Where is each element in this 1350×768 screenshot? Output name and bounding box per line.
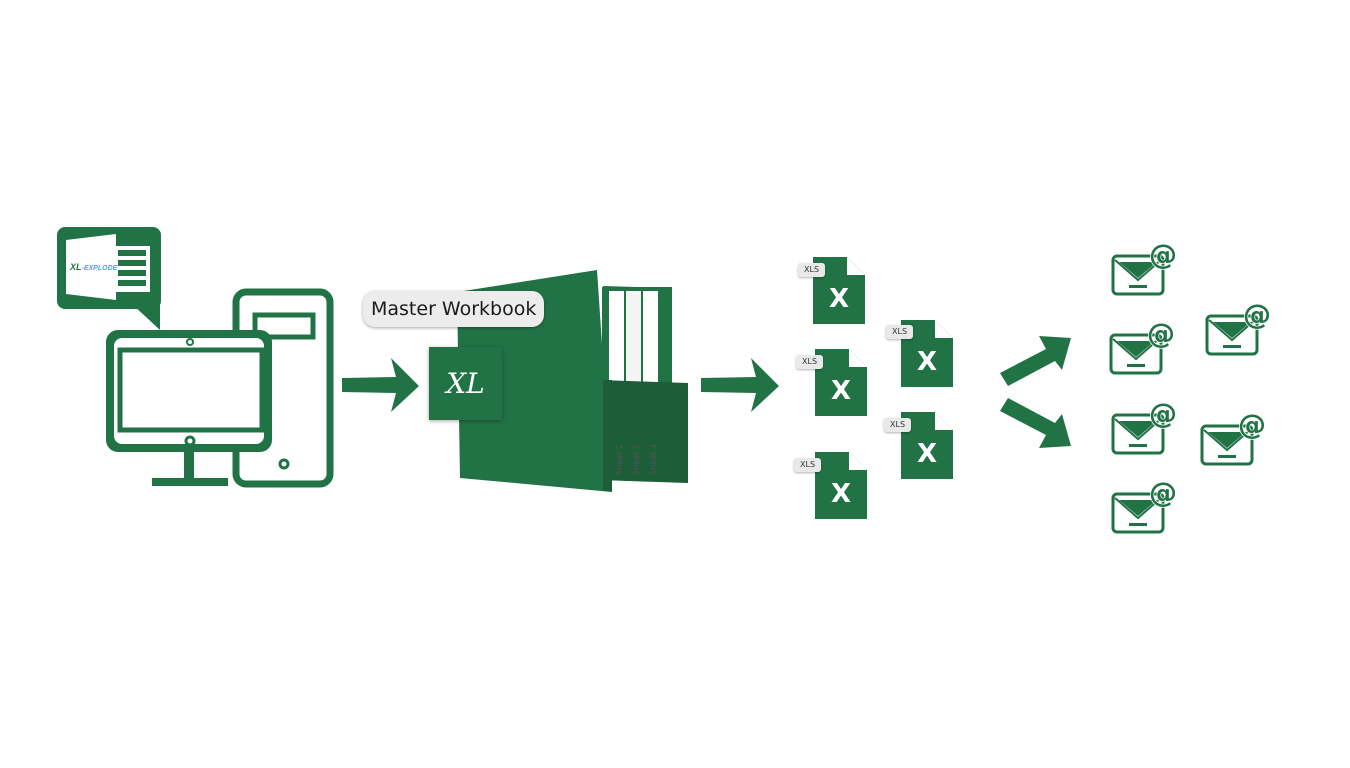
speech-bubble (57, 227, 161, 330)
xls-tag: XLS (886, 325, 914, 339)
excel-x-glyph: X (829, 284, 849, 314)
email-icon: @ (1200, 407, 1267, 466)
email-icon: @ (1109, 316, 1176, 375)
email-icon: @ (1205, 297, 1272, 356)
email-icon: @ (1111, 396, 1178, 455)
excel-file-icon: X (815, 349, 867, 416)
excel-file-icon: X (815, 452, 867, 519)
at-sign-icon: @ (1149, 238, 1177, 271)
at-sign-icon: @ (1243, 298, 1271, 331)
xls-tag: XLS (798, 263, 826, 277)
excel-file-icon: X (901, 320, 953, 387)
arrow-right-icon (342, 358, 419, 412)
email-icon: @ (1111, 237, 1178, 296)
excel-file-icon: X (901, 412, 953, 479)
computer-icon (106, 288, 334, 488)
master-workbook-label: Master Workbook (363, 291, 545, 327)
at-sign-icon: @ (1147, 317, 1175, 350)
excel-file-icon: X (813, 257, 865, 324)
sheet-tab: Sheet 3 (649, 444, 658, 475)
excel-x-glyph: X (831, 479, 851, 509)
at-sign-icon: @ (1149, 397, 1177, 430)
at-sign-icon: @ (1238, 408, 1266, 441)
excel-x-glyph: X (917, 347, 937, 377)
sheet-tab: Sheet 1 (615, 444, 624, 475)
at-sign-icon: @ (1149, 476, 1177, 509)
xls-tag: XLS (794, 458, 822, 472)
xl-badge: XL (429, 347, 502, 420)
arrow-up-right-icon (1000, 336, 1071, 386)
excel-x-glyph: X (831, 376, 851, 406)
sheet-tab: Sheet 2 (632, 444, 641, 475)
folder-icon (457, 270, 688, 492)
excel-x-glyph: X (917, 439, 937, 469)
arrow-right-icon (701, 358, 779, 412)
xls-tag: XLS (884, 418, 912, 432)
xl-explode-logo: XL-EXPLODE (70, 262, 118, 272)
email-icon: @ (1111, 475, 1178, 534)
xls-tag: XLS (796, 355, 824, 369)
arrow-down-right-icon (1000, 398, 1071, 448)
